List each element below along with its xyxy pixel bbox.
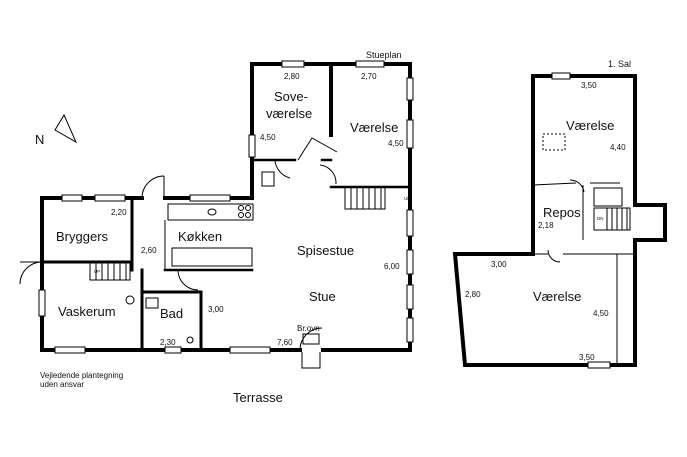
room-label-vaerelse-ground: Værelse [350,120,398,135]
ground-floor-title: Stueplan [366,50,402,60]
ground-floor-walls [40,62,412,352]
upper-floor-windows [551,72,611,369]
dim-label: 4,50 [593,309,609,318]
dim-label: 2,80 [284,72,300,81]
dim-label: 2,60 [141,246,157,255]
labels: Stueplan 1. Sal N Terrasse Vejledende pl… [35,50,631,405]
dim-label: 3,00 [208,305,224,314]
compass-label: N [35,132,44,147]
room-label-spisestue: Spisestue [297,243,354,258]
upper-floor-details [532,133,635,365]
room-label-vaskerum: Vaskerum [58,304,116,319]
ground-floor-windows [38,60,414,354]
room-label-sove-1: Sove- [274,89,308,104]
dim-label: 6,00 [384,262,400,271]
dim-label: 4,50 [260,133,276,142]
dim-label: 3,00 [491,260,507,269]
room-label-stue: Stue [309,289,336,304]
room-label-vaerelse-upper-top: Værelse [566,118,614,133]
dim-label: 3,50 [581,81,597,90]
dim-label: 4,50 [388,139,404,148]
dim-label: 2,30 [160,338,176,347]
terrace-label: Terrasse [233,390,283,405]
room-label-bryggers: Bryggers [56,229,109,244]
dim-label: 2,70 [361,72,377,81]
room-label-repos: Repos [543,205,581,220]
dim-label: 2,20 [111,208,127,217]
dim-label: 2,80 [465,290,481,299]
room-label-bad: Bad [160,306,183,321]
dim-label: 7,60 [277,338,293,347]
room-label-sove-2: værelse [266,106,312,121]
disclaimer-line-2: uden ansvar [40,380,84,389]
ground-floor-details [19,137,585,369]
first-floor-title: 1. Sal [608,59,631,69]
room-label-vaerelse-upper-bottom: Værelse [533,289,581,304]
stair-down-label: DN [597,216,604,221]
dim-label: 2,18 [538,221,554,230]
dim-label: 3,50 [579,353,595,362]
upper-floor-walls [452,74,667,367]
north-arrow-icon [54,113,78,144]
fireplace-label: Br.ovn [297,324,320,333]
stair-up-label: UP [404,196,410,201]
stair-up-label: UP [94,269,100,274]
room-label-koekken: Køkken [178,229,222,244]
dim-label: 4,40 [610,143,626,152]
disclaimer-line-1: Vejledende plantegning [40,371,123,380]
